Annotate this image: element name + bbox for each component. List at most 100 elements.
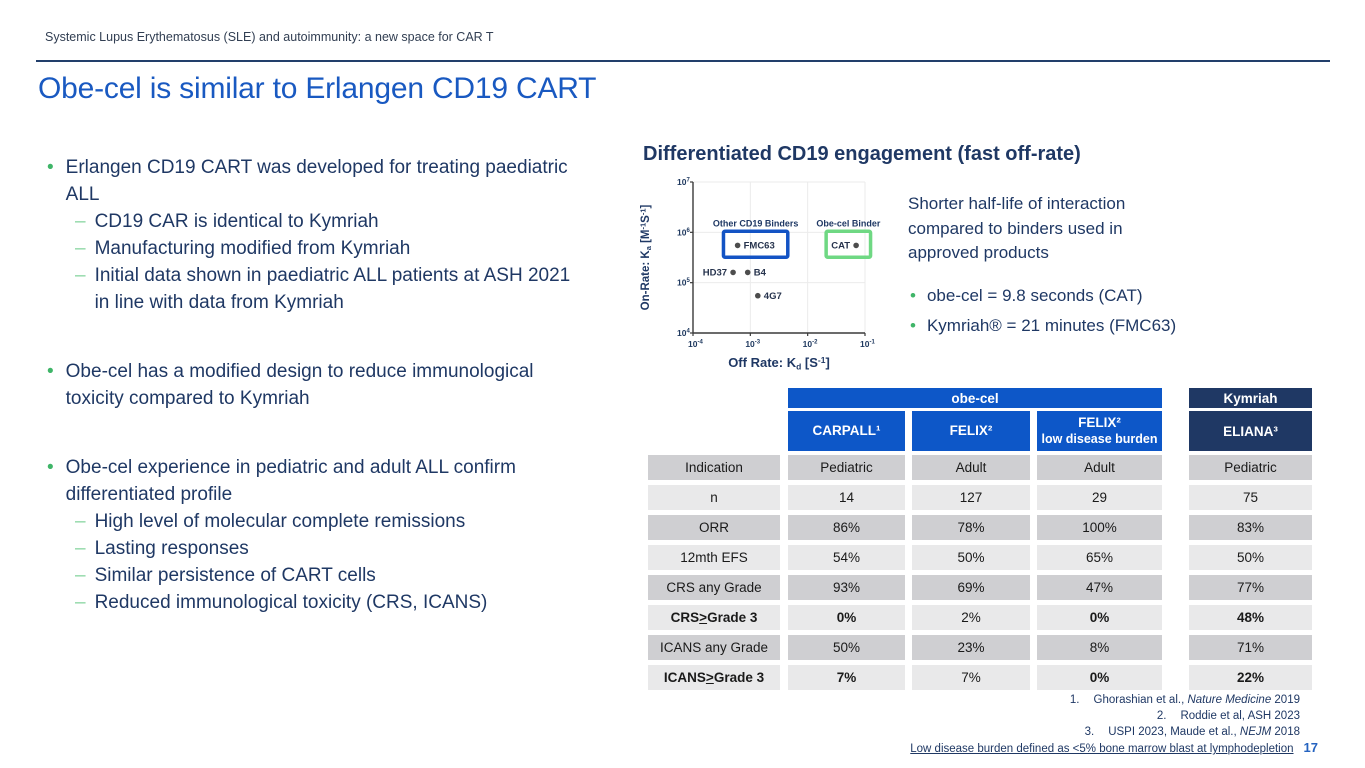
- table-row-label: n: [648, 485, 780, 510]
- table-row-label: CRS > Grade 3: [648, 605, 780, 630]
- column-gap: [905, 455, 912, 480]
- sub-bullet-item: –Lasting responses: [45, 536, 572, 563]
- column-gap: [1030, 485, 1037, 510]
- bullet-group: •Obe-cel experience in pediatric and adu…: [45, 455, 572, 617]
- table-cell: 0%: [1037, 665, 1162, 690]
- sub-bullet-item: –CD19 CAR is identical to Kymriah: [45, 209, 572, 236]
- table-cell: Adult: [912, 455, 1030, 480]
- data-point: [744, 269, 751, 276]
- column-gap: [905, 515, 912, 540]
- data-point: [734, 242, 741, 249]
- tick-label: 10-2: [803, 339, 818, 349]
- bullet-dot-icon: •: [47, 360, 54, 382]
- header-divider: [36, 60, 1330, 62]
- half-life-bullet-label: Kymriah® = 21 minutes (FMC63): [926, 315, 1177, 335]
- dash-icon: –: [75, 591, 86, 613]
- col-header-line1: FELIX²: [949, 422, 993, 438]
- col-header-label: CARPALL¹: [813, 423, 881, 440]
- data-point-label: CAT: [831, 241, 850, 252]
- data-point-label: 4G7: [764, 291, 782, 302]
- table-group-header-kymriah: Kymriah: [1189, 388, 1312, 408]
- table-cell: 78%: [912, 515, 1030, 540]
- group-box: [721, 229, 790, 259]
- table-cell: 0%: [788, 605, 905, 630]
- table-cell: 54%: [788, 545, 905, 570]
- tick-label: 10-4: [688, 339, 703, 349]
- chart-y-axis-label: On-Rate: Ka [M-1S-1]: [638, 204, 653, 310]
- col-header-label: FELIX²: [950, 423, 993, 440]
- column-gap: [1162, 635, 1189, 660]
- column-gap: [780, 515, 788, 540]
- dash-icon: –: [75, 510, 86, 532]
- table-group-header-obecel: obe-cel: [788, 388, 1162, 408]
- col-header-line2: low disease burden: [1041, 431, 1158, 446]
- tick-label: 105: [677, 278, 690, 288]
- column-gap: [905, 665, 912, 690]
- column-gap: [1162, 515, 1189, 540]
- gte-symbol: >: [705, 670, 714, 685]
- table-cell: 29: [1037, 485, 1162, 510]
- column-gap: [905, 635, 912, 660]
- table-row-label: CRS any Grade: [648, 575, 780, 600]
- table-cell: 86%: [788, 515, 905, 540]
- column-gap: [1162, 545, 1189, 570]
- sub-bullet-label: High level of molecular complete remissi…: [94, 510, 466, 532]
- sub-bullet-item: –High level of molecular complete remiss…: [45, 509, 572, 536]
- column-gap: [780, 665, 788, 690]
- table-row-label: ICANS > Grade 3: [648, 665, 780, 690]
- column-gap: [648, 388, 788, 408]
- table-cell-kymriah: 83%: [1189, 515, 1312, 540]
- table-cell: 127: [912, 485, 1030, 510]
- column-gap: [1162, 455, 1189, 480]
- column-gap: [1030, 575, 1037, 600]
- column-gap: [780, 605, 788, 630]
- table-col-header-felix: FELIX²: [912, 411, 1030, 451]
- tick-label: 10-3: [745, 339, 760, 349]
- dash-icon: –: [75, 564, 86, 586]
- bullet-dot-icon: •: [910, 315, 916, 335]
- table-cell: 8%: [1037, 635, 1162, 660]
- table-cell: 50%: [788, 635, 905, 660]
- dash-icon: –: [75, 537, 86, 559]
- footnote-line: 2.Roddie et al, ASH 2023: [1156, 710, 1300, 722]
- half-life-bullets: • obe-cel = 9.8 seconds (CAT) • Kymriah®…: [908, 284, 1248, 344]
- half-life-description: Shorter half-life of interaction compare…: [908, 194, 1126, 263]
- tick-label: 10-1: [860, 339, 875, 349]
- table-cell: 65%: [1037, 545, 1162, 570]
- table-cell: Adult: [1037, 455, 1162, 480]
- table-cell: 23%: [912, 635, 1030, 660]
- chart-x-axis-label: Off Rate: Kd [S-1]: [728, 355, 830, 372]
- group-box-label: Other CD19 Binders: [713, 218, 799, 228]
- half-life-bullet-kymriah: • Kymriah® = 21 minutes (FMC63): [908, 314, 1248, 338]
- dash-icon: –: [75, 210, 86, 232]
- column-gap: [1030, 515, 1037, 540]
- data-point-label: FMC63: [744, 241, 775, 252]
- table-cell-kymriah: 22%: [1189, 665, 1312, 690]
- table-row-label: Indication: [648, 455, 780, 480]
- tick-label: 107: [677, 177, 690, 187]
- column-gap: [905, 605, 912, 630]
- footnote-underlined: Low disease burden defined as <5% bone m…: [910, 743, 1294, 755]
- footnote-list: 1.Ghorashian et al., Nature Medicine 201…: [1070, 692, 1300, 740]
- table-cell: 93%: [788, 575, 905, 600]
- data-point: [730, 269, 736, 276]
- col-header-line1: CARPALL¹: [812, 422, 881, 438]
- group-box-label: Obe-cel Binder: [816, 218, 881, 228]
- slide-header-text: Systemic Lupus Erythematosus (SLE) and a…: [45, 30, 494, 44]
- sub-bullet-item: –Initial data shown in paediatric ALL pa…: [45, 263, 572, 317]
- sub-bullet-label: Initial data shown in paediatric ALL pat…: [94, 264, 571, 313]
- group-box: [824, 229, 873, 259]
- sub-bullet-item: –Reduced immunological toxicity (CRS, IC…: [45, 590, 572, 617]
- bullet-item: •Erlangen CD19 CART was developed for tr…: [45, 155, 572, 209]
- table-cell-kymriah: 71%: [1189, 635, 1312, 660]
- column-gap: [1162, 575, 1189, 600]
- table-cell-kymriah: 50%: [1189, 545, 1312, 570]
- data-point-label: HD37: [703, 268, 727, 279]
- tick-label: 106: [677, 227, 690, 237]
- table-cell: 100%: [1037, 515, 1162, 540]
- column-gap: [1162, 411, 1189, 451]
